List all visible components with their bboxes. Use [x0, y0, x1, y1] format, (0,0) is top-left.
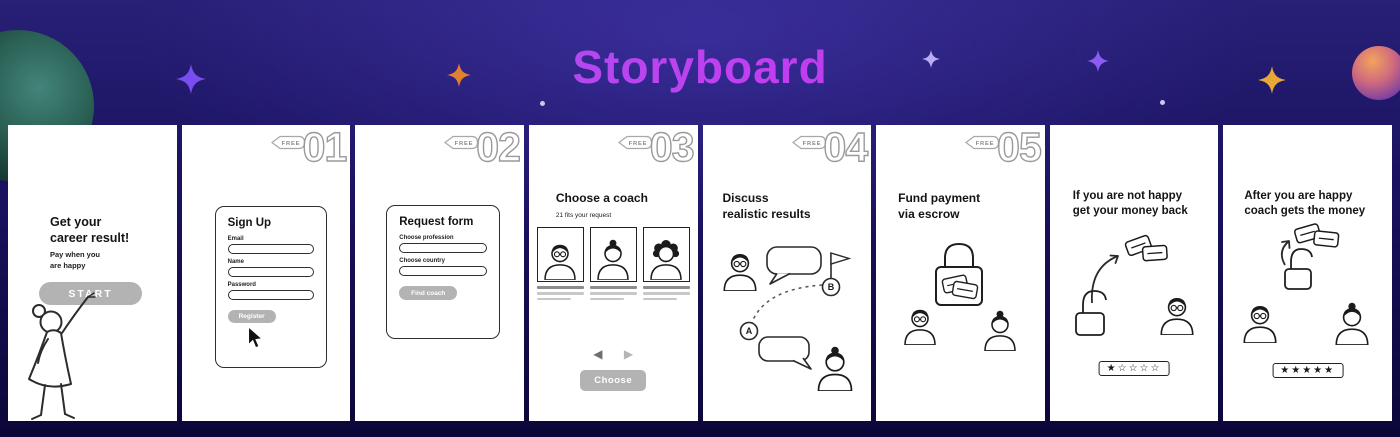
- coach-avatar: [642, 227, 690, 282]
- svg-text:FREE: FREE: [629, 141, 648, 147]
- name-input[interactable]: [227, 267, 314, 277]
- country-label: Choose country: [399, 258, 445, 264]
- panel-intro: Get your career result! Pay when you are…: [8, 125, 177, 421]
- svg-text:B: B: [827, 282, 834, 292]
- free-tag: FREE: [965, 135, 1000, 150]
- free-tag: FREE: [617, 135, 652, 150]
- choose-button[interactable]: Choose: [580, 370, 647, 391]
- svg-text:FREE: FREE: [976, 141, 995, 147]
- panel-discuss: FREE 04 Discuss realistic results A B: [702, 125, 872, 421]
- panel-request-form: FREE 02 Request form Choose profession C…: [355, 125, 524, 421]
- storyboard-frames: Get your career result! Pay when you are…: [8, 125, 1392, 421]
- email-input[interactable]: [227, 244, 314, 254]
- coach-avatar: [536, 227, 584, 282]
- free-tag: FREE: [791, 135, 826, 150]
- email-label: Email: [227, 236, 244, 242]
- woman-avatar-icon: [593, 237, 633, 281]
- step-number: 02: [476, 125, 522, 170]
- intro-heading: Get your career result!: [50, 215, 130, 246]
- step-number-group: FREE 04: [791, 125, 869, 170]
- escrow-heading: Fund payment via escrow: [898, 191, 981, 221]
- find-coach-button[interactable]: Find coach: [399, 286, 458, 300]
- planet-right-decoration: [1352, 46, 1400, 100]
- profession-label: Choose profession: [399, 235, 454, 241]
- panel-escrow: FREE 05 Fund payment via escrow: [876, 125, 1045, 421]
- discuss-heading: Discuss realistic results: [722, 191, 811, 221]
- request-card: Request form Choose profession Choose co…: [386, 205, 501, 339]
- coach-avatar: [589, 227, 637, 282]
- star-dot-decoration: [540, 101, 545, 106]
- fits-count-text: 21 fits your request: [555, 212, 612, 219]
- five-star-rating: ★★★★★: [1272, 363, 1344, 378]
- coach-card[interactable]: [642, 227, 690, 300]
- page-title: Storyboard: [0, 40, 1400, 94]
- panel-choose-coach: FREE 03 Choose a coach 21 fits your requ…: [528, 125, 698, 421]
- coach-card[interactable]: [589, 227, 637, 300]
- step-number-group: FREE 03: [617, 125, 695, 170]
- coach-card[interactable]: [536, 227, 584, 300]
- step-number-group: FREE 02: [443, 125, 522, 170]
- coach-card-list: [535, 227, 692, 300]
- svg-text:A: A: [745, 326, 752, 336]
- step-number: 03: [649, 125, 695, 170]
- discussion-path-illustration: A B: [722, 246, 852, 391]
- signup-title: Sign Up: [227, 217, 272, 229]
- svg-text:FREE: FREE: [455, 141, 474, 147]
- coach-payment-illustration: [1243, 222, 1369, 345]
- step-number-group: FREE 01: [270, 125, 348, 170]
- password-label: Password: [227, 282, 256, 288]
- step-number: 01: [302, 125, 348, 170]
- intro-subtext: Pay when you are happy: [50, 250, 101, 270]
- password-input[interactable]: [227, 290, 314, 300]
- profession-input[interactable]: [399, 243, 488, 253]
- svg-text:FREE: FREE: [802, 141, 821, 147]
- star-dot-decoration: [1160, 100, 1165, 105]
- register-button[interactable]: Register: [227, 310, 276, 323]
- cursor-pointer-icon: [247, 325, 263, 349]
- panel-money-back: If you are not happy get your money back…: [1049, 125, 1219, 421]
- carousel-prev-icon[interactable]: ◀: [593, 347, 603, 361]
- step-number: 05: [996, 125, 1042, 170]
- step-number: 04: [823, 125, 869, 170]
- signup-card: Sign Up Email Name Password Register: [214, 206, 327, 368]
- start-button[interactable]: START: [39, 282, 142, 305]
- free-tag: FREE: [444, 135, 479, 150]
- panel-signup: FREE 01 Sign Up Email Name Password Regi…: [181, 125, 351, 421]
- curly-man-avatar-icon: [646, 237, 686, 281]
- one-star-rating: ★☆☆☆☆: [1098, 361, 1170, 376]
- name-label: Name: [227, 259, 244, 265]
- svg-text:FREE: FREE: [281, 141, 300, 147]
- man-avatar-icon: [540, 237, 580, 281]
- escrow-lock-illustration: [904, 242, 1016, 351]
- carousel-arrows: ◀ ▶: [529, 347, 698, 361]
- carousel-next-icon[interactable]: ▶: [623, 347, 634, 361]
- free-tag: FREE: [270, 135, 305, 150]
- person-reaching-illustration: [28, 292, 96, 420]
- money-back-heading: If you are not happy get your money back: [1072, 190, 1188, 217]
- panel-coach-paid: After you are happy coach gets the money…: [1223, 125, 1392, 421]
- refund-illustration: [1074, 234, 1194, 336]
- choose-coach-heading: Choose a coach: [555, 191, 648, 205]
- request-title: Request form: [399, 216, 474, 228]
- step-number-group: FREE 05: [964, 125, 1042, 170]
- country-input[interactable]: [399, 266, 488, 276]
- coach-paid-heading: After you are happy coach gets the money: [1244, 190, 1366, 217]
